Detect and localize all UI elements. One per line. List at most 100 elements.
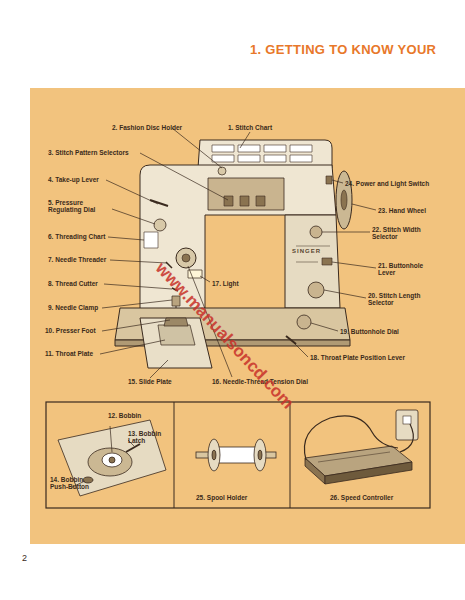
speed-controller-illustration-part xyxy=(318,452,390,462)
speed-controller-illustration-part xyxy=(325,462,412,484)
speed-controller-illustration-part xyxy=(305,458,325,484)
leader-lines-part xyxy=(100,340,165,354)
sewing-machine-part xyxy=(238,155,260,162)
leader-lines-part xyxy=(108,237,144,240)
callout-label: 20. Stitch Length Selector xyxy=(368,292,426,307)
sewing-machine-part xyxy=(286,336,296,344)
callout-label: 10. Presser Foot xyxy=(45,327,96,334)
sewing-machine-part xyxy=(341,190,347,210)
sewing-machine-part xyxy=(310,226,322,238)
part-label: 12. Bobbin xyxy=(108,412,141,419)
sewing-machine-part xyxy=(290,155,312,162)
bobbin-case-illustration-part xyxy=(88,448,132,476)
callout-label: 5. Pressure Regulating Dial xyxy=(48,199,110,214)
bobbin-case-illustration-part xyxy=(109,457,115,463)
callout-label: 18. Throat Plate Position Lever xyxy=(310,354,405,361)
part-label: 14. Bobbin Push-Button xyxy=(50,476,94,491)
page-title: 1. GETTING TO KNOW YOUR xyxy=(250,42,436,57)
sewing-machine-part xyxy=(218,167,226,175)
sewing-machine-part xyxy=(158,325,195,345)
spool-holder-illustration-part xyxy=(208,439,220,471)
leader-lines-part xyxy=(200,276,210,282)
callout-label: 15. Slide Plate xyxy=(128,378,172,385)
inset-frame xyxy=(46,402,430,508)
brand-name: SINGER xyxy=(292,248,321,255)
sewing-machine-part xyxy=(150,200,168,206)
spool-holder-illustration-part xyxy=(212,450,216,460)
leader-lines-part xyxy=(102,320,170,331)
callout-label: 23. Hand Wheel xyxy=(378,207,426,214)
callout-label: 8. Thread Cutter xyxy=(48,280,98,287)
callout-label: 24. Power and Light Switch xyxy=(345,180,429,187)
inset-panel: 26. Speed Controller xyxy=(290,402,430,508)
sewing-machine-part xyxy=(256,196,265,206)
sewing-machine-part xyxy=(164,318,188,326)
sewing-machine-part xyxy=(264,155,286,162)
callout-label: 7. Needle Threader xyxy=(48,256,106,263)
speed-controller-illustration-part xyxy=(403,416,411,424)
leader-lines-part xyxy=(311,323,338,331)
leader-lines-part xyxy=(102,300,172,308)
leader-lines-part xyxy=(172,128,222,168)
speed-controller-illustration xyxy=(304,410,418,484)
leader-lines-part xyxy=(240,132,250,148)
leader-lines-part xyxy=(110,260,167,263)
sewing-machine-part xyxy=(240,196,249,206)
speed-controller-illustration-part xyxy=(304,416,413,460)
callout-label: 22. Stitch Width Selector xyxy=(372,226,430,241)
page-number: 2 xyxy=(22,553,27,563)
leader-lines-part xyxy=(332,180,343,183)
page-panel xyxy=(30,88,465,544)
sewing-machine-part xyxy=(322,258,332,265)
inset-panel: 12. Bobbin 13. Bobbin Latch 14. Bobbin Pus… xyxy=(46,402,174,508)
leader-lines-part xyxy=(150,360,168,378)
sewing-machine-part xyxy=(144,232,158,248)
callout-label: 21. Buttonhole Lever xyxy=(378,262,428,277)
sewing-machine-part xyxy=(264,145,286,152)
sewing-machine-part xyxy=(285,215,340,308)
sewing-machine-part xyxy=(182,254,190,262)
sewing-machine-part xyxy=(198,140,332,168)
inset-frame-part xyxy=(46,402,430,508)
callout-label: 17. Light xyxy=(212,280,239,287)
leader-lines-part xyxy=(140,153,228,200)
leader-lines-part xyxy=(294,343,308,357)
sewing-machine-part xyxy=(224,196,233,206)
leader-lines-part xyxy=(322,232,370,233)
leader-lines-part xyxy=(352,204,376,210)
sewing-machine-part xyxy=(290,145,312,152)
sewing-machine-part xyxy=(212,155,234,162)
leader-lines-part xyxy=(332,262,376,268)
spool-holder-illustration xyxy=(196,439,276,471)
part-label: 26. Speed Controller xyxy=(330,494,393,501)
callout-label: 9. Needle Clamp xyxy=(48,304,98,311)
callout-label: 11. Throat Plate xyxy=(45,350,93,357)
sewing-machine-part xyxy=(208,178,284,210)
inset-frame-part xyxy=(174,402,290,508)
sewing-machine-part xyxy=(326,176,332,184)
callout-label: 2. Fashion Disc Holder xyxy=(112,124,182,131)
callout-label: 19. Buttonhole Dial xyxy=(340,328,399,335)
sewing-machine-part xyxy=(308,282,324,298)
spool-holder-illustration-part xyxy=(258,450,262,460)
part-label: 25. Spool Holder xyxy=(196,494,247,501)
sewing-machine-part xyxy=(297,315,311,329)
sewing-machine-part xyxy=(176,248,196,268)
leader-lines-part xyxy=(112,209,155,224)
leader-lines-part xyxy=(104,284,172,289)
part-label: 13. Bobbin Latch xyxy=(128,430,168,445)
speed-controller-illustration-part xyxy=(396,410,418,440)
inset-panel: 25. Spool Holder xyxy=(174,402,290,508)
sewing-machine-part xyxy=(154,219,166,231)
leader-lines-part xyxy=(324,290,366,298)
bobbin-case-illustration-part xyxy=(83,477,93,483)
sewing-machine-part xyxy=(212,145,234,152)
spool-holder-illustration-part xyxy=(254,439,266,471)
callout-label: 4. Take-up Lever xyxy=(48,176,99,183)
callout-label: 1. Stitch Chart xyxy=(228,124,272,131)
bobbin-case-illustration-part xyxy=(102,453,122,467)
callout-label: 3. Stitch Pattern Selectors xyxy=(48,149,129,156)
